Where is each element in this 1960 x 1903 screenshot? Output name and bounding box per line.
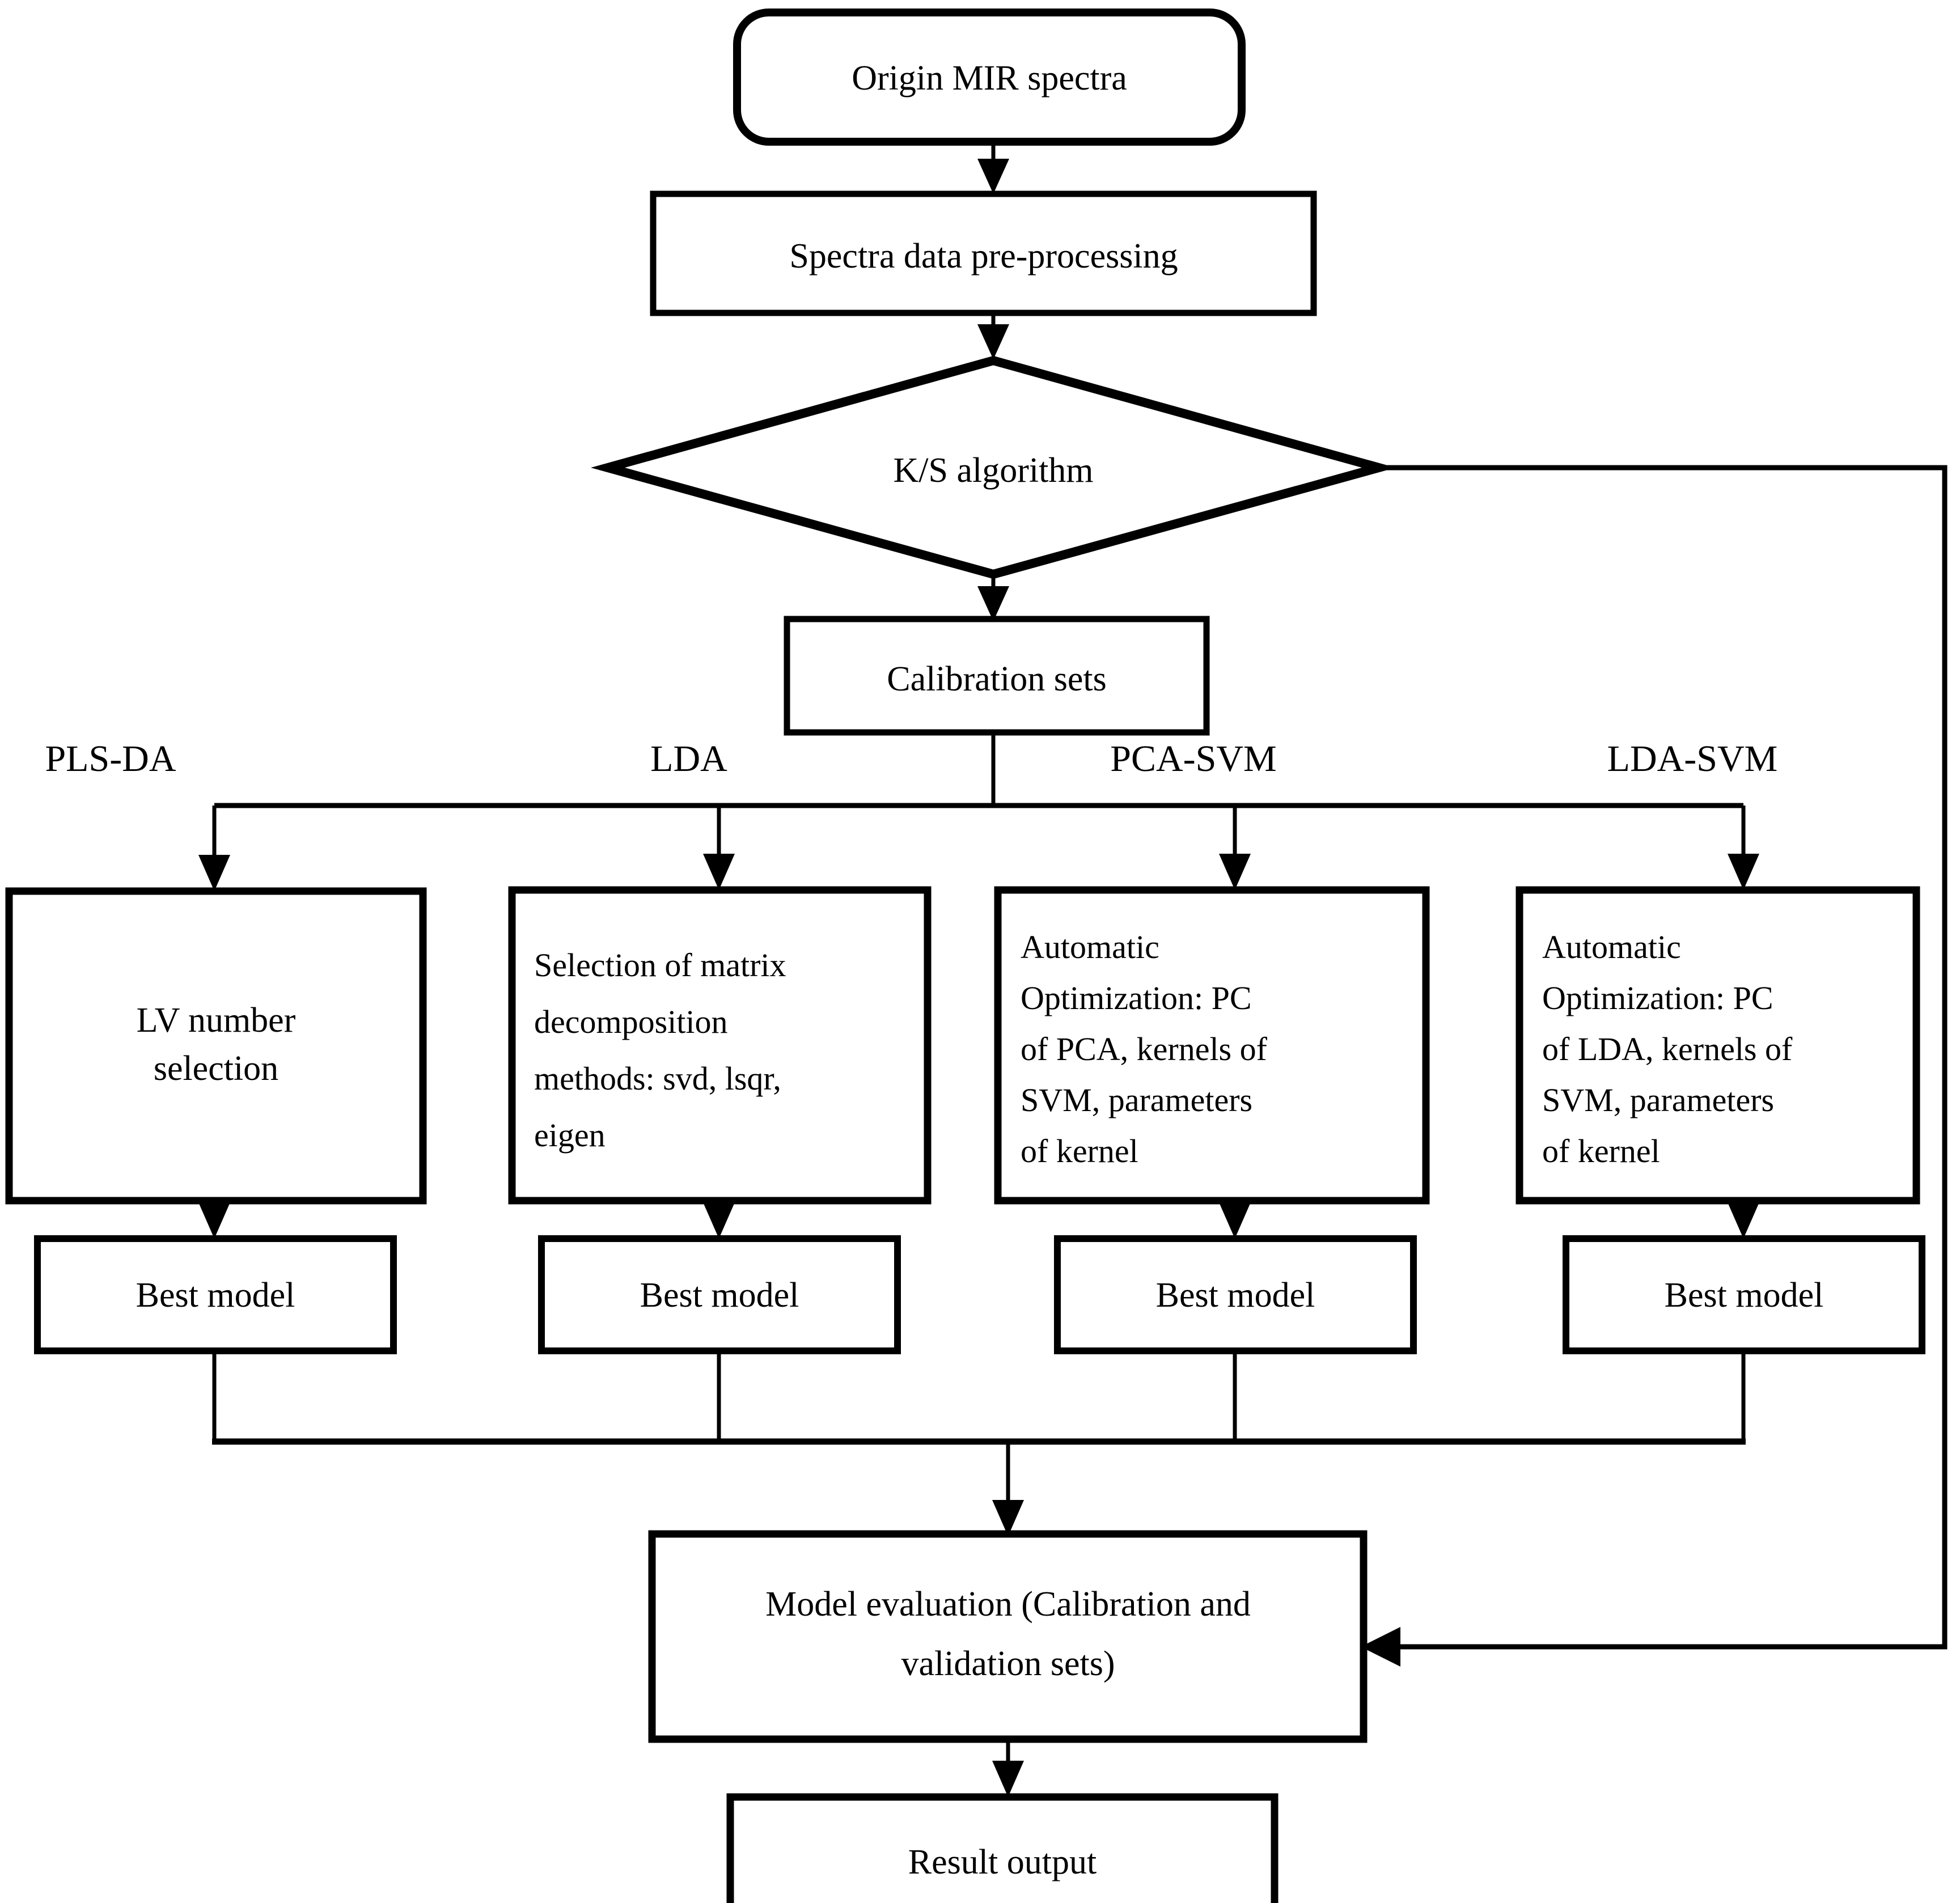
edge-ks-bypass-to-evaluation (1361, 465, 1948, 1667)
node-ks-algorithm[interactable]: K/S algorithm (591, 355, 1396, 579)
evaluation-line-1: Model evaluation (Calibration and (765, 1585, 1251, 1624)
node-lda-svm-optimization[interactable]: Automatic Optimization: PC of LDA, kerne… (1515, 886, 1920, 1205)
method-4-line-4: SVM, parameters (1542, 1082, 1774, 1118)
method-2-line-3: methods: svd, lsqr, (534, 1060, 781, 1097)
edge-method-4-to-best-model-4 (1728, 1201, 1759, 1239)
edge-method-3-to-best-model-3 (1219, 1201, 1251, 1239)
method-3-line-4: SVM, parameters (1021, 1082, 1252, 1118)
method-2-line-1: Selection of matrix (534, 947, 786, 984)
method-2-line-2: decomposition (534, 1003, 728, 1040)
node-best-model-1[interactable]: Best model (34, 1235, 397, 1354)
method-1-line-1: LV number (137, 1001, 296, 1040)
node-matrix-decomposition-selection[interactable]: Selection of matrix decomposition method… (508, 886, 932, 1205)
node-spectra-preprocessing[interactable]: Spectra data pre-processing (650, 190, 1317, 316)
edge-method-2-to-best-model-2 (703, 1201, 735, 1239)
branch-label-lda-text: LDA (650, 738, 727, 779)
branch-label-pca-svm: PCA-SVM (1110, 738, 1276, 779)
node-best-model-4[interactable]: Best model (1563, 1235, 1925, 1354)
branch-label-lda-svm-text: LDA-SVM (1607, 738, 1778, 779)
method-4-line-5: of kernel (1542, 1133, 1660, 1169)
edge-origin-to-preprocess (977, 143, 1009, 194)
edge-preprocess-to-ks (977, 313, 1009, 359)
node-best-model-2[interactable]: Best model (538, 1235, 901, 1354)
method-2-line-4: eigen (534, 1117, 606, 1154)
branch-label-pls-da-text: PLS-DA (45, 738, 176, 779)
node-ks-label: K/S algorithm (893, 451, 1093, 490)
branch-label-lda-svm: LDA-SVM (1607, 738, 1778, 779)
node-pca-svm-optimization[interactable]: Automatic Optimization: PC of PCA, kerne… (994, 886, 1430, 1205)
edge-method-1-to-best-model-1 (198, 1201, 230, 1239)
node-origin-mir-spectra[interactable]: Origin MIR spectra (733, 9, 1246, 146)
edge-branch-2-drop (703, 806, 735, 890)
node-calibration-label: Calibration sets (887, 660, 1106, 698)
edge-branch-1-drop (198, 806, 230, 891)
node-best-model-3[interactable]: Best model (1054, 1235, 1417, 1354)
node-origin-label: Origin MIR spectra (852, 59, 1127, 98)
node-lv-number-selection[interactable]: LV number selection (5, 887, 427, 1205)
edge-best-models-to-merge-bar (212, 1350, 1746, 1445)
node-calibration-sets[interactable]: Calibration sets (784, 616, 1210, 736)
method-3-line-2: Optimization: PC (1021, 980, 1252, 1016)
branch-label-pls-da: PLS-DA (45, 738, 176, 779)
best-model-4-label: Best model (1665, 1276, 1824, 1315)
method-4-line-1: Automatic (1542, 929, 1681, 965)
node-preprocess-label: Spectra data pre-processing (789, 237, 1178, 276)
method-3-line-3: of PCA, kernels of (1021, 1031, 1268, 1067)
best-model-1-label: Best model (136, 1276, 295, 1315)
edge-ks-to-calibration (977, 574, 1009, 621)
edge-branch-4-drop (1728, 806, 1759, 890)
edge-merge-to-evaluation (992, 1442, 1024, 1536)
method-3-line-1: Automatic (1021, 929, 1159, 965)
node-result-output[interactable]: Result output (726, 1793, 1279, 1903)
node-model-evaluation[interactable]: Model evaluation (Calibration and valida… (648, 1530, 1368, 1743)
method-1-line-2: selection (154, 1049, 278, 1088)
edge-branch-3-drop (1219, 806, 1251, 890)
method-4-line-2: Optimization: PC (1542, 980, 1773, 1016)
method-4-line-3: of LDA, kernels of (1542, 1031, 1793, 1067)
result-output-label: Result output (908, 1843, 1097, 1881)
branch-label-pca-svm-text: PCA-SVM (1110, 738, 1276, 779)
best-model-2-label: Best model (640, 1276, 799, 1315)
method-3-line-5: of kernel (1021, 1133, 1138, 1169)
branch-label-lda: LDA (650, 738, 727, 779)
evaluation-line-2: validation sets) (901, 1645, 1115, 1683)
edge-evaluation-to-result (992, 1739, 1024, 1797)
best-model-3-label: Best model (1156, 1276, 1315, 1315)
